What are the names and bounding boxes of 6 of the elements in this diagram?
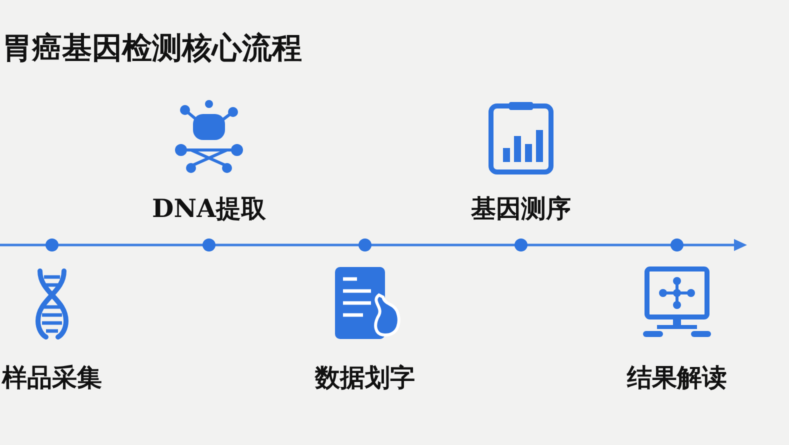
step-label: DNA提取 [151,193,267,225]
step-label: 基因测序 [470,193,572,225]
diagram-title: 胃癌基因检测核心流程 [2,30,302,68]
step-label: 数据划字 [314,362,416,394]
step-label: 结果解读 [626,362,728,394]
step-label: 样品采集 [0,362,103,394]
